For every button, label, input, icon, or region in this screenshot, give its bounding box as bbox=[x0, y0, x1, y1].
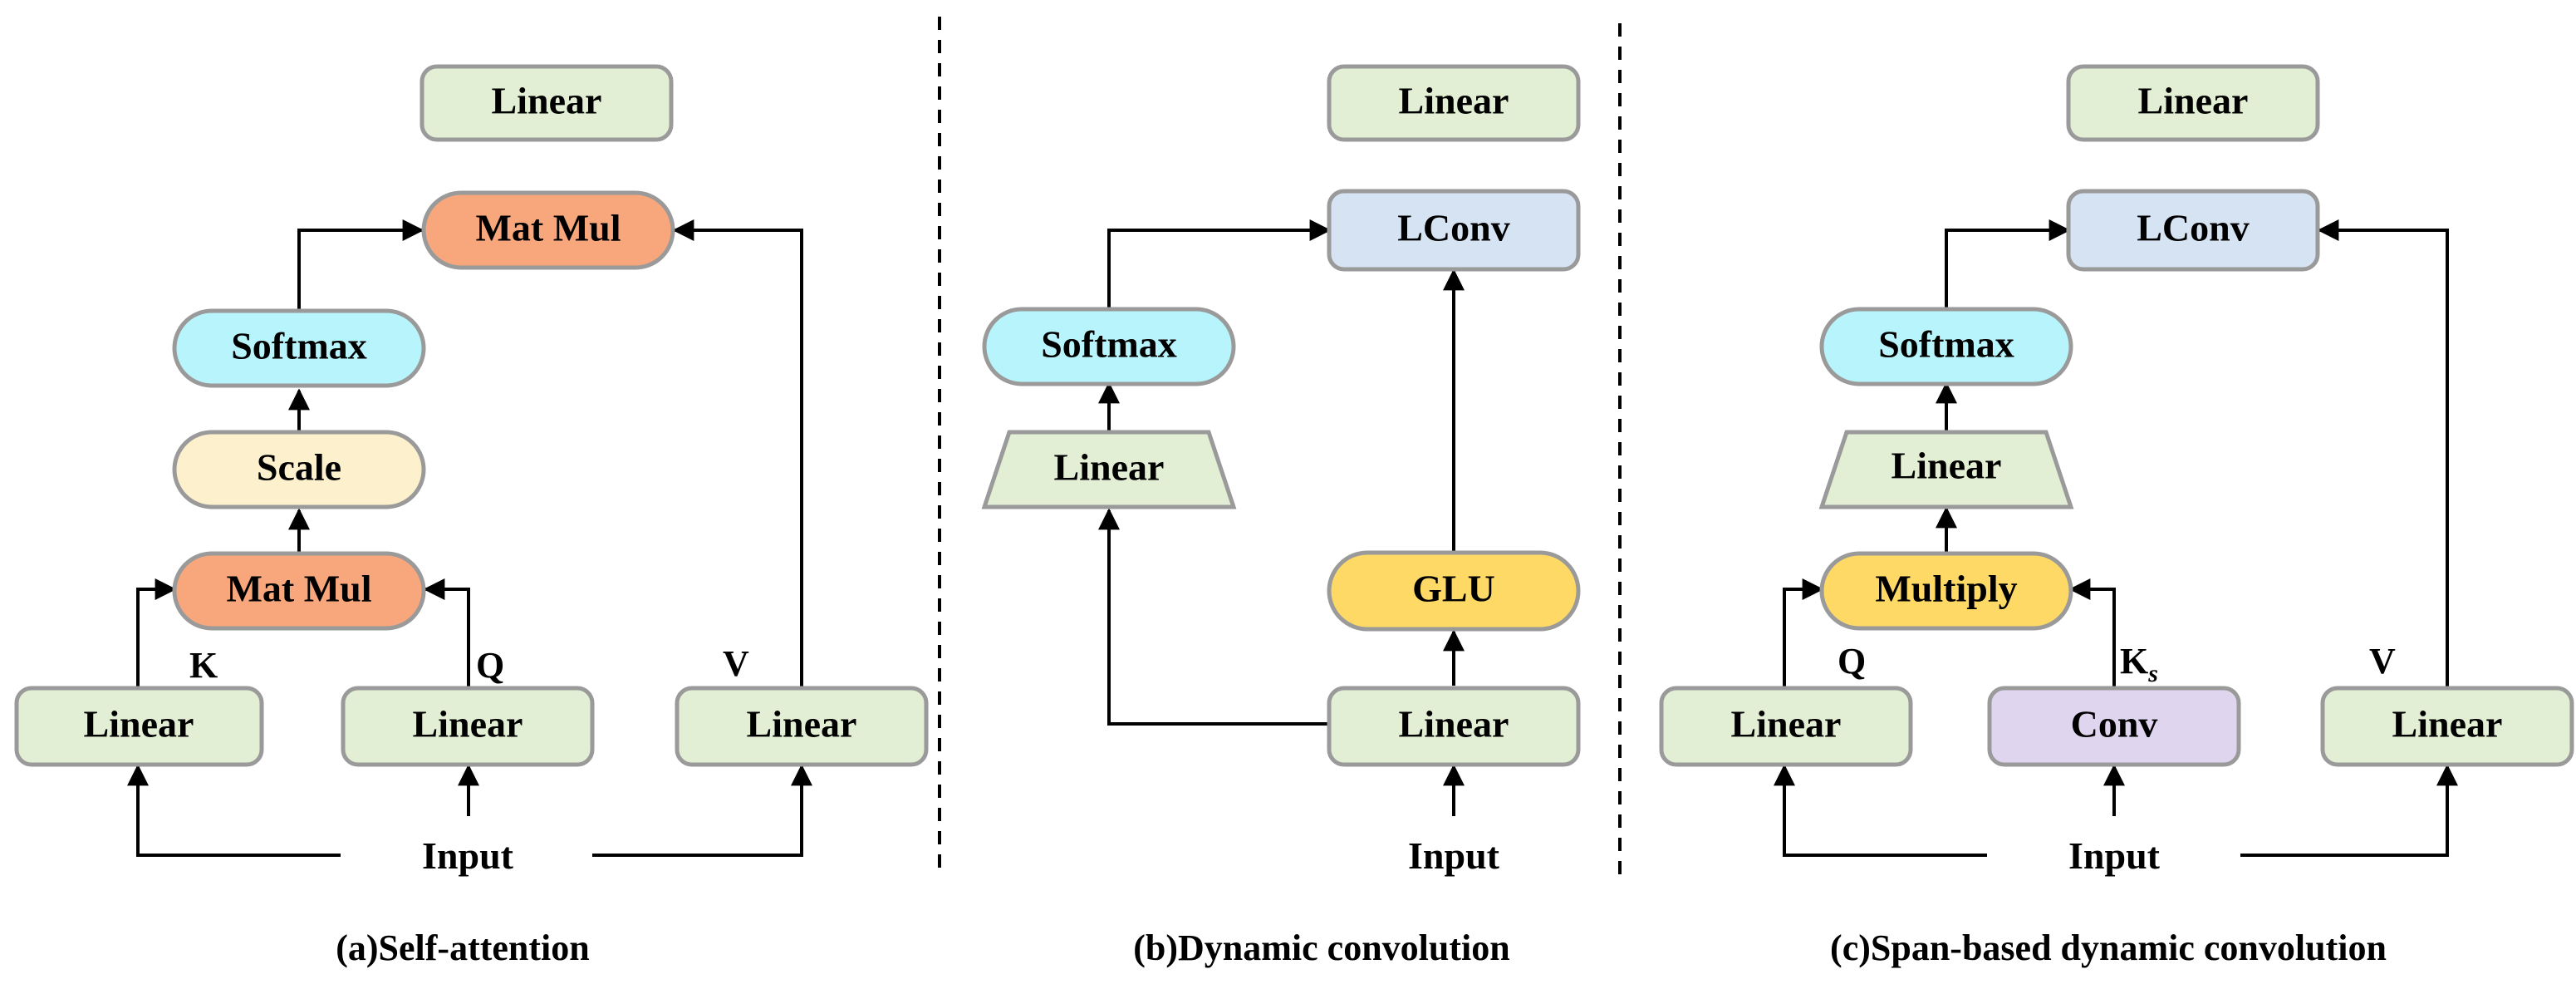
b-linear-input-node: Linear bbox=[1327, 686, 1581, 767]
a-k-label: K bbox=[189, 645, 218, 686]
b-linear-output-label: Linear bbox=[1399, 80, 1509, 122]
a-linear-k-label: Linear bbox=[84, 703, 194, 745]
edge-q-to-matmul bbox=[423, 578, 470, 687]
edge-input-to-v bbox=[592, 764, 812, 857]
b-linear-input-label: Linear bbox=[1399, 703, 1509, 745]
c-multiply-node: Multiply bbox=[1819, 551, 2073, 631]
a-linear-q-node: Linear bbox=[341, 686, 595, 767]
a-input-label: Input bbox=[422, 834, 514, 877]
c-v-label: V bbox=[2369, 641, 2396, 681]
c-lconv-label: LConv bbox=[2137, 207, 2249, 249]
panel-self-attention: Linear Mat Mul Softmax Scale Mat Mul Lin… bbox=[14, 64, 929, 968]
b-lconv-label: LConv bbox=[1397, 207, 1509, 249]
c-linear-q-node: Linear bbox=[1659, 686, 1913, 767]
a-matmul-bottom-node: Mat Mul bbox=[172, 551, 426, 631]
a-linear-k-node: Linear bbox=[14, 686, 264, 767]
edge-input-to-k bbox=[127, 764, 341, 857]
a-matmul-top-node: Mat Mul bbox=[421, 190, 675, 270]
c-linear-v-label: Linear bbox=[2392, 703, 2503, 745]
b-glu-node: GLU bbox=[1327, 550, 1581, 632]
edge-softmax-to-lconv bbox=[1107, 219, 1332, 308]
a-linear-output-node: Linear bbox=[420, 64, 674, 142]
a-q-label: Q bbox=[476, 645, 504, 686]
b-lconv-node: LConv bbox=[1327, 189, 1581, 272]
panel-dynamic-convolution: Linear LConv Softmax Linear GLU Linear I… bbox=[981, 64, 1581, 968]
a-softmax-label: Softmax bbox=[231, 325, 367, 367]
a-softmax-node: Softmax bbox=[172, 308, 426, 388]
c-conv-node: Conv bbox=[1987, 686, 2241, 767]
b-softmax-node: Softmax bbox=[982, 307, 1236, 386]
c-q-label: Q bbox=[1838, 641, 1866, 681]
a-caption: (a)Self-attention bbox=[336, 927, 590, 968]
c-ks-label: Ks bbox=[2120, 641, 2158, 687]
edge-linear-in-to-linear bbox=[1098, 508, 1329, 726]
b-linear-output-node: Linear bbox=[1327, 64, 1581, 142]
c-linear-trapezoid-label: Linear bbox=[1892, 445, 2002, 487]
edge-v-to-lconv bbox=[2317, 219, 2449, 691]
edge-k-to-matmul bbox=[136, 578, 177, 687]
edge-softmax-to-matmul bbox=[297, 219, 424, 341]
c-linear-output-node: Linear bbox=[2066, 64, 2320, 142]
c-linear-output-label: Linear bbox=[2138, 80, 2249, 122]
edge-q-to-multiply bbox=[1783, 578, 1824, 687]
c-input-label: Input bbox=[2068, 834, 2161, 877]
c-lconv-node: LConv bbox=[2066, 189, 2320, 272]
b-caption: (b)Dynamic convolution bbox=[1133, 927, 1509, 968]
a-v-label: V bbox=[723, 643, 749, 684]
edge-conv-to-multiply bbox=[2068, 578, 2116, 687]
b-input-label: Input bbox=[1408, 834, 1500, 877]
panel-span-based-dynamic-convolution: Linear LConv Softmax Linear Multiply Lin… bbox=[1659, 64, 2574, 968]
c-conv-label: Conv bbox=[2071, 703, 2158, 745]
a-matmul-top-label: Mat Mul bbox=[475, 207, 621, 249]
c-softmax-label: Softmax bbox=[1878, 323, 2014, 366]
edge-input-to-q bbox=[1774, 764, 1987, 857]
c-linear-v-node: Linear bbox=[2320, 686, 2574, 767]
a-linear-v-node: Linear bbox=[675, 686, 929, 767]
a-scale-node: Scale bbox=[172, 430, 426, 509]
b-softmax-label: Softmax bbox=[1041, 323, 1177, 366]
a-scale-label: Scale bbox=[257, 446, 341, 489]
c-caption: (c)Span-based dynamic convolution bbox=[1830, 927, 2387, 968]
edge-input-to-v bbox=[2240, 764, 2458, 857]
c-ks-letter: K bbox=[2120, 641, 2148, 681]
c-multiply-label: Multiply bbox=[1875, 568, 2017, 610]
edge-v-to-matmul bbox=[672, 219, 803, 691]
c-ks-subscript: s bbox=[2147, 660, 2158, 687]
c-linear-q-label: Linear bbox=[1731, 703, 1842, 745]
a-matmul-bottom-label: Mat Mul bbox=[226, 568, 371, 610]
b-glu-label: GLU bbox=[1412, 568, 1495, 610]
c-linear-trapezoid-node: Linear bbox=[1818, 430, 2074, 509]
c-softmax-node: Softmax bbox=[1819, 307, 2073, 386]
a-linear-q-label: Linear bbox=[413, 703, 523, 745]
a-linear-output-label: Linear bbox=[492, 80, 602, 122]
edge-softmax-to-lconv bbox=[1945, 219, 2071, 308]
b-linear-trapezoid-node: Linear bbox=[981, 430, 1237, 509]
a-linear-v-label: Linear bbox=[747, 703, 857, 745]
b-linear-trapezoid-label: Linear bbox=[1054, 446, 1165, 489]
